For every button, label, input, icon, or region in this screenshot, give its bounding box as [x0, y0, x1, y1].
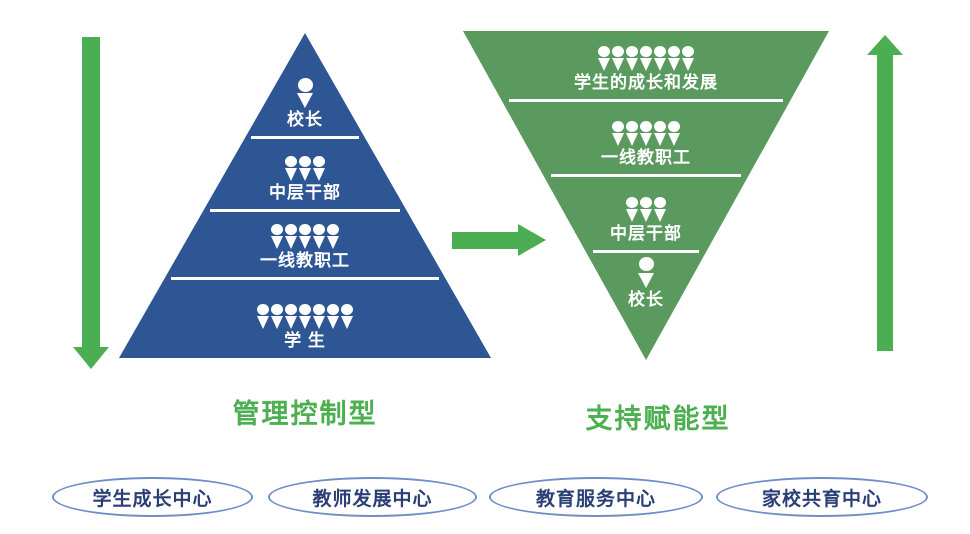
- down-arrow-icon: [73, 37, 109, 369]
- person-icon: [299, 155, 311, 181]
- pyramid-level: 学生的成长和发展: [463, 31, 829, 100]
- person-icon: [626, 196, 638, 222]
- person-icon: [313, 155, 325, 181]
- arrow-head: [867, 35, 903, 55]
- pyramid-level: 中层干部: [119, 137, 491, 210]
- pyramid-level: 一线教职工: [463, 100, 829, 175]
- arrow-shaft: [82, 37, 100, 347]
- level-label: 一线教职工: [260, 251, 350, 270]
- pyramid-level: 中层干部: [463, 175, 829, 251]
- pyramid-level: 校长: [119, 33, 491, 137]
- level-divider: [593, 250, 699, 253]
- level-divider: [171, 277, 439, 280]
- center-oval-home-school: 家校共育中心: [716, 477, 928, 517]
- level-divider: [551, 174, 741, 177]
- person-icon-row: [597, 45, 695, 71]
- level-divider: [251, 136, 359, 139]
- person-icon-row: [625, 196, 667, 222]
- level-label: 中层干部: [269, 183, 341, 202]
- person-icon: [271, 223, 283, 249]
- person-icon: [668, 120, 680, 146]
- center-oval-education-service: 教育服务中心: [489, 477, 703, 517]
- arrow-shaft: [452, 232, 518, 249]
- level-label: 一线教职工: [601, 148, 691, 167]
- arrow-shaft: [877, 54, 893, 351]
- arrow-head: [518, 224, 546, 256]
- pyramid-level: 一线教职工: [119, 210, 491, 278]
- person-icon: [313, 223, 325, 249]
- person-icon: [313, 303, 325, 329]
- person-icon: [612, 45, 624, 71]
- person-icon: [640, 196, 652, 222]
- left-pyramid: 校长 中层干部 一线教职工 学 生: [119, 33, 491, 358]
- right-arrow-icon: [452, 224, 546, 257]
- person-icon: [612, 120, 624, 146]
- person-icon: [327, 223, 339, 249]
- person-icon: [682, 45, 694, 71]
- person-icon: [626, 45, 638, 71]
- person-icon: [299, 303, 311, 329]
- person-icon: [668, 45, 680, 71]
- right-pyramid-title: 支持赋能型: [585, 404, 731, 434]
- person-icon: [598, 45, 610, 71]
- person-icon: [285, 303, 297, 329]
- person-icon: [654, 120, 666, 146]
- person-icon: [640, 120, 652, 146]
- person-icon: [271, 303, 283, 329]
- arrow-head: [73, 347, 109, 369]
- level-label: 中层干部: [610, 224, 682, 243]
- person-icon: [654, 196, 666, 222]
- right-pyramid: 学生的成长和发展 一线教职工 中层干部 校长: [463, 31, 829, 360]
- center-oval-student-growth: 学生成长中心: [52, 477, 253, 517]
- person-icon-row: [611, 120, 681, 146]
- person-icon: [626, 120, 638, 146]
- person-icon-row: [284, 155, 326, 181]
- person-icon-row: [256, 303, 354, 329]
- person-icon: [257, 303, 269, 329]
- person-icon: [285, 155, 297, 181]
- person-icon: [341, 303, 353, 329]
- level-label: 校长: [287, 110, 323, 129]
- pyramid-level: 校长: [463, 251, 829, 360]
- center-oval-teacher-development: 教师发展中心: [268, 477, 477, 517]
- person-icon: [299, 223, 311, 249]
- level-label: 学 生: [284, 331, 326, 350]
- pyramid-level: 学 生: [119, 278, 491, 358]
- level-divider: [210, 209, 400, 212]
- level-label: 校长: [628, 289, 664, 309]
- person-icon-row: [637, 257, 655, 288]
- person-icon-row: [296, 77, 314, 108]
- person-icon-row: [270, 223, 340, 249]
- person-icon: [654, 45, 666, 71]
- person-icon: [638, 257, 654, 288]
- up-arrow-icon: [867, 35, 903, 351]
- person-icon: [297, 77, 313, 108]
- left-pyramid-title: 管理控制型: [232, 399, 378, 429]
- level-label: 学生的成长和发展: [574, 73, 718, 92]
- person-icon: [640, 45, 652, 71]
- person-icon: [285, 223, 297, 249]
- person-icon: [327, 303, 339, 329]
- level-divider: [509, 99, 783, 102]
